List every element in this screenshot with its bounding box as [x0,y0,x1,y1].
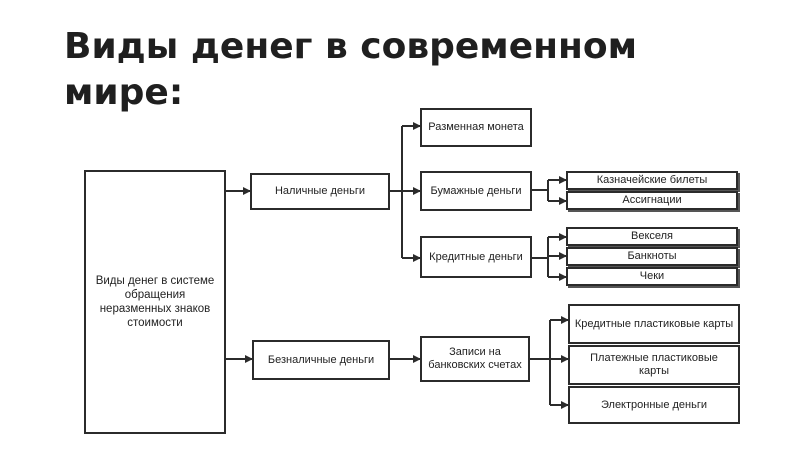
slide-title: Виды денег в современном мире: [64,26,638,113]
payment-cards-box: Платежные пластиковые карты [568,345,740,385]
noncash-box: Безналичные деньги [252,340,390,380]
bills-box: Векселя [566,227,738,246]
cheques-box: Чеки [566,267,738,286]
credit-cards-box: Кредитные пластиковые карты [568,304,740,344]
e-money-box: Электронные деньги [568,386,740,424]
paper-box: Бумажные деньги [420,171,532,211]
treasury-box: Казначейские билеты [566,171,738,190]
cash-box: Наличные деньги [250,173,390,210]
assignats-box: Ассигнации [566,191,738,210]
banknotes-box: Банкноты [566,247,738,266]
credit-box: Кредитные деньги [420,236,532,278]
accounts-box: Записи на банковских счетах [420,336,530,382]
root-box: Виды денег в системе обращения неразменн… [84,170,226,434]
coin-box: Разменная монета [420,108,532,147]
